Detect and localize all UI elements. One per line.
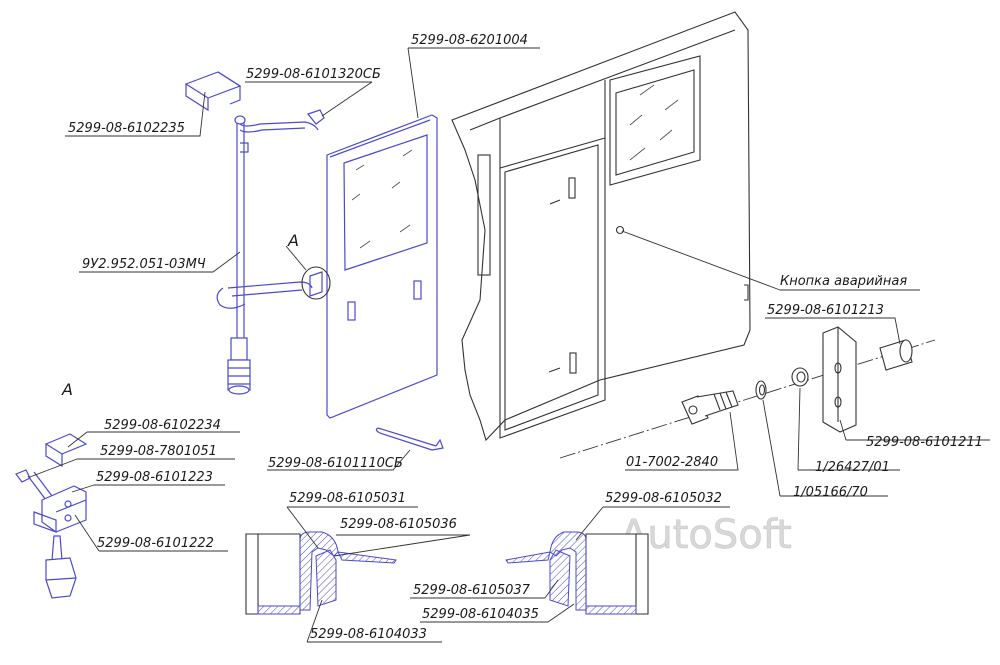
view-a-detail xyxy=(15,433,88,599)
label-clamp-top: 5299-08-6102235 xyxy=(68,121,185,136)
label-view-a-marker: A xyxy=(287,231,299,250)
view-a-callout xyxy=(285,245,331,300)
watermark: AutoSoft xyxy=(620,512,792,558)
label-bracket-a: 5299-08-6101222 xyxy=(97,536,214,551)
leader-lines xyxy=(29,47,990,643)
label-bushing: 5299-08-6101213 xyxy=(767,303,884,318)
label-washer-1: 1/26427/01 xyxy=(815,460,890,475)
seal-section-right xyxy=(505,531,649,615)
label-emergency-button: Кнопка аварийная xyxy=(780,274,907,289)
label-rod: 5299-08-6101110СБ xyxy=(268,456,403,471)
label-bolt: 01-7002-2840 xyxy=(626,455,718,470)
label-pin: 5299-08-7801051 xyxy=(100,444,217,459)
label-clamp-bottom: 5299-08-6102234 xyxy=(104,418,221,433)
cylinder-mechanism xyxy=(216,109,325,395)
label-view-a-title: A xyxy=(61,380,73,399)
body-panel xyxy=(451,11,751,442)
label-seal-left-mid: 5299-08-6105036 xyxy=(340,517,457,532)
seal-section-left xyxy=(245,531,397,615)
door-leaf xyxy=(326,114,438,419)
clamp-top-part xyxy=(184,71,242,112)
label-hinge-bracket-top: 5299-08-6101320СБ xyxy=(246,67,381,82)
label-hinge-plate: 5299-08-6101211 xyxy=(866,435,983,450)
label-seal-right-mid: 5299-08-6105037 xyxy=(413,583,531,598)
label-cylinder: 9У2.952.051-03МЧ xyxy=(82,257,206,272)
hinge-exploded xyxy=(559,326,936,459)
label-seal-right-bottom: 5299-08-6104035 xyxy=(422,607,539,622)
rod-part xyxy=(375,427,444,451)
label-washer-2: 1/05166/70 xyxy=(793,485,868,500)
label-seal-left-top: 5299-08-6105031 xyxy=(289,491,406,506)
emergency-button-marker xyxy=(615,225,625,235)
label-door-assembly: 5299-08-6201004 xyxy=(411,33,528,48)
label-seal-right-top: 5299-08-6105032 xyxy=(605,491,722,506)
label-lever: 5299-08-6101223 xyxy=(96,470,213,485)
label-seal-left-bottom: 5299-08-6104033 xyxy=(310,627,427,642)
